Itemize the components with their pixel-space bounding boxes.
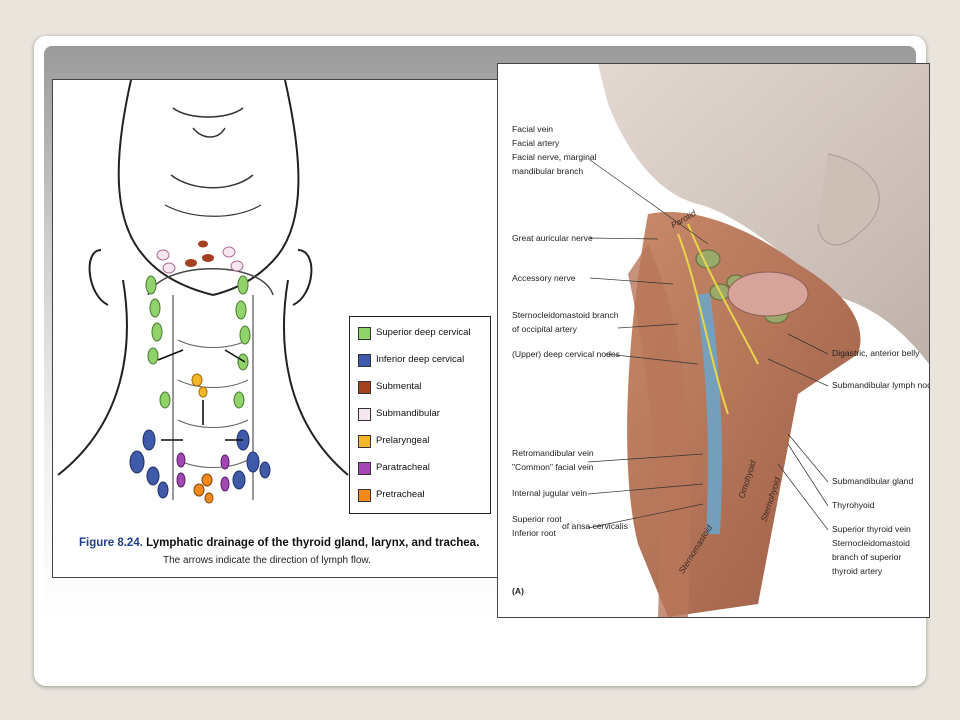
label-branch-of-superior: branch of superior [832, 552, 902, 562]
label-facial-nerve: Facial nerve, marginal [512, 152, 597, 162]
lymphatic-drainage-figure: Superior deep cervical Inferior deep cer… [52, 79, 498, 578]
legend-swatch [358, 381, 371, 394]
panel-letter: (A) [512, 586, 524, 596]
legend-swatch [358, 408, 371, 421]
figure-title: Lymphatic drainage of the thyroid gland,… [146, 537, 480, 549]
label-submandibular-gland: Submandibular gland [832, 476, 914, 486]
legend-swatch [358, 489, 371, 502]
label-thyrohyoid: Thyrohyoid [832, 500, 875, 510]
label-mandibular-branch: mandibular branch [512, 166, 584, 176]
head-neck-illustration [57, 80, 349, 504]
label-retromandibular-vein: Retromandibular vein [512, 448, 594, 458]
figure-note: The arrows indicate the direction of lym… [163, 555, 371, 566]
legend-label: Prelaryngeal [376, 435, 430, 446]
neck-dissection-figure: Parotid Omohyoid Sternohyoid Sternomasto… [497, 63, 930, 618]
label-deep-cervical-nodes: (Upper) deep cervical nodes [512, 349, 620, 359]
label-accessory-nerve: Accessory nerve [512, 273, 576, 283]
label-scm-branch: Sternocleidomastoid branch [512, 310, 619, 320]
label-facial-vein: Facial vein [512, 124, 554, 134]
legend-label: Pretracheal [376, 489, 425, 500]
label-facial-artery: Facial artery [512, 138, 560, 148]
legend-label: Paratracheal [376, 462, 430, 473]
label-common-facial-vein: "Common" facial vein [512, 462, 594, 472]
label-great-auricular-nerve: Great auricular nerve [512, 233, 593, 243]
label-submandibular-nodes: Submandibular lymph nodes [832, 380, 929, 390]
figure-caption: Figure 8.24. Lymphatic drainage of the t… [79, 537, 479, 549]
legend-swatch [358, 327, 371, 340]
legend-label: Submental [376, 381, 422, 392]
legend-label: Inferior deep cervical [376, 354, 465, 365]
label-occipital-artery: of occipital artery [512, 324, 577, 334]
label-digastric: Digastric, anterior belly [832, 348, 920, 358]
legend-swatch [358, 462, 371, 475]
label-ansa-cervicalis: of ansa cervicalis [562, 521, 628, 531]
legend-label: Submandibular [376, 408, 440, 419]
legend-label: Superior deep cervical [376, 327, 471, 338]
legend: Superior deep cervical Inferior deep cer… [349, 316, 491, 514]
label-thyroid-artery: thyroid artery [832, 566, 883, 576]
label-inferior-root: Inferior root [512, 528, 556, 538]
label-superior-root: Superior root [512, 514, 562, 524]
legend-swatch [358, 354, 371, 367]
label-scm-branch-right: Sternocleidomastoid [832, 538, 910, 548]
figure-number: Figure 8.24. [79, 537, 143, 549]
neck-anatomy-illustration [587, 64, 929, 617]
label-internal-jugular-vein: Internal jugular vein [512, 488, 588, 498]
legend-swatch [358, 435, 371, 448]
label-superior-thyroid-vein: Superior thyroid vein [832, 524, 911, 534]
